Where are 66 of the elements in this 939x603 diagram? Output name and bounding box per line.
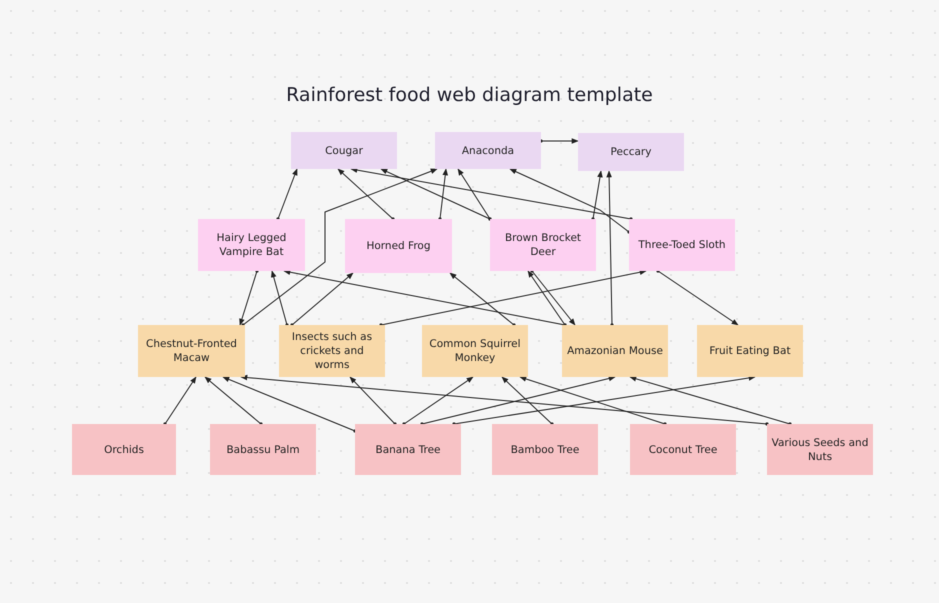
species-name: Orchids xyxy=(104,442,144,456)
arrow xyxy=(350,167,633,221)
diagram-title: Rainforest food web diagram template xyxy=(285,84,654,106)
arrow xyxy=(591,170,603,221)
species-box xyxy=(72,424,176,475)
arrow xyxy=(271,270,289,327)
arrow xyxy=(458,168,492,221)
arrow xyxy=(239,269,259,326)
species-name: Anaconda xyxy=(462,144,514,158)
species-name: Brown Brocket Deer xyxy=(504,231,582,259)
species-box xyxy=(345,219,452,273)
arrow xyxy=(241,168,438,327)
arrow xyxy=(528,270,567,327)
species-name: Bamboo Tree xyxy=(510,442,580,456)
species-box xyxy=(198,219,305,271)
species-box xyxy=(138,325,245,377)
arrow xyxy=(449,272,516,327)
species-name: Insects such as crickets and worms xyxy=(290,330,374,372)
arrow xyxy=(452,375,756,426)
arrow xyxy=(337,168,395,221)
species-name: Various Seeds and Nuts xyxy=(771,436,869,464)
arrow xyxy=(606,170,614,327)
species-box xyxy=(578,133,684,171)
arrow xyxy=(629,376,792,426)
arrow xyxy=(240,374,769,426)
arrow xyxy=(222,376,357,433)
species-box xyxy=(697,325,803,377)
arrow xyxy=(502,376,554,426)
species-name: Horned Frog xyxy=(366,239,431,253)
arrow xyxy=(519,376,667,426)
species-name: Peccary xyxy=(610,145,652,159)
arrow xyxy=(438,168,448,221)
species-box xyxy=(629,219,735,271)
species-box xyxy=(291,132,397,169)
species-name: Hairy Legged Vampire Bat xyxy=(216,231,288,259)
species-name: Coconut Tree xyxy=(648,442,718,456)
arrow xyxy=(276,168,298,221)
species-box xyxy=(210,424,316,475)
species-name: Amazonian Mouse xyxy=(567,344,663,358)
arrow xyxy=(204,376,263,426)
species-name: Banana Tree xyxy=(375,442,441,456)
arrow xyxy=(509,168,631,234)
species-box xyxy=(435,132,541,169)
arrow xyxy=(402,376,474,426)
arrow xyxy=(530,269,576,326)
species-name: Fruit Eating Bat xyxy=(709,344,791,358)
arrow xyxy=(290,272,354,327)
species-name: Three-Toed Sloth xyxy=(638,238,726,252)
species-box xyxy=(490,219,596,271)
arrow xyxy=(350,376,397,426)
arrow xyxy=(420,376,616,426)
species-name: Babassu Palm xyxy=(226,442,300,456)
species-box xyxy=(355,424,461,475)
species-box xyxy=(562,325,668,377)
arrow xyxy=(539,138,579,144)
arrow xyxy=(163,376,196,426)
species-box xyxy=(422,325,528,377)
arrow xyxy=(656,269,739,326)
species-name: Common Squirrel Monkey xyxy=(428,337,522,365)
species-name: Chestnut-Fronted Macaw xyxy=(145,337,238,365)
species-name: Cougar xyxy=(325,144,363,158)
species-box xyxy=(492,424,598,475)
species-box xyxy=(767,424,873,475)
species-box xyxy=(630,424,736,475)
species-box xyxy=(279,325,385,377)
arrow xyxy=(379,270,647,327)
